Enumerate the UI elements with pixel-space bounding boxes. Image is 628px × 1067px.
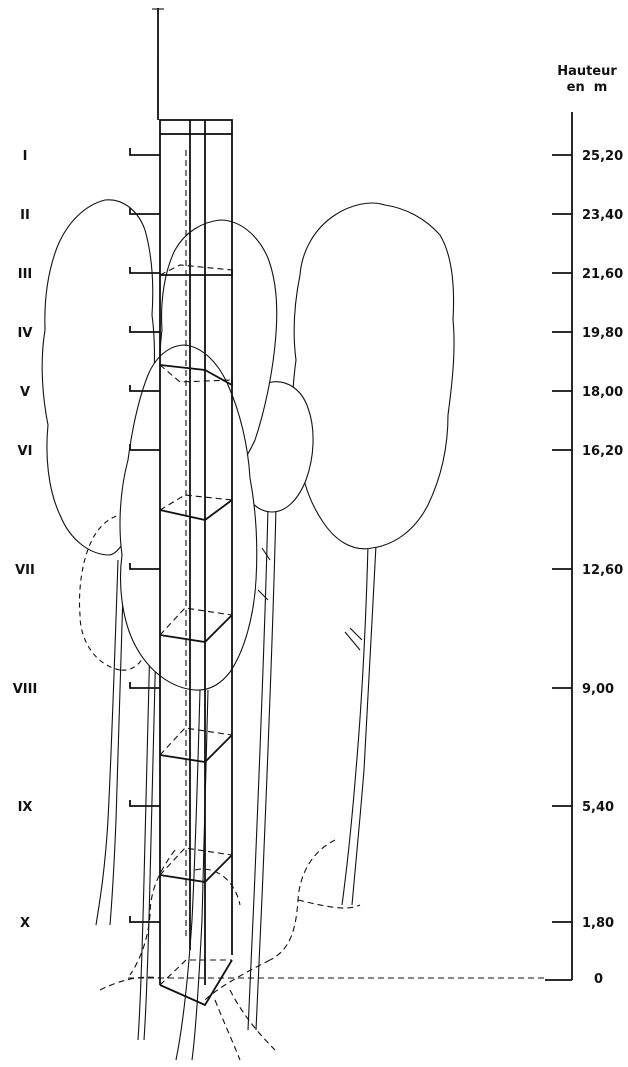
level-label: VI [18, 444, 33, 459]
level-label: III [18, 267, 33, 282]
axis-unit: en m [567, 80, 608, 95]
height-label: 1,80 [582, 916, 614, 931]
height-label: 18,00 [582, 385, 623, 400]
level-label: IX [18, 800, 33, 815]
ground-label: 0 [594, 972, 603, 987]
height-label: 21,60 [582, 267, 623, 282]
height-label: 23,40 [582, 208, 623, 223]
height-ticks [552, 155, 572, 922]
tower-platform [160, 728, 232, 762]
level-label: VII [15, 563, 35, 578]
height-label: 12,60 [582, 563, 623, 578]
tree-front-center [120, 345, 257, 1060]
tower-base [160, 960, 232, 1005]
level-label: V [20, 385, 30, 400]
level-label: VIII [13, 682, 38, 697]
crown-right-tree [293, 203, 454, 549]
height-label: 5,40 [582, 800, 614, 815]
height-label: 25,20 [582, 149, 623, 164]
height-axis [545, 112, 572, 980]
tree-right [293, 203, 454, 905]
axis-title: Hauteur [557, 64, 617, 79]
level-label: X [20, 916, 30, 931]
level-labels: I II III IV V VI VII VIII IX X [13, 149, 38, 931]
height-label: 19,80 [582, 326, 623, 341]
height-label: 9,00 [582, 682, 614, 697]
level-label: I [23, 149, 28, 164]
level-label: II [20, 208, 30, 223]
tower-platform [160, 848, 232, 882]
height-labels: 25,20 23,40 21,60 19,80 18,00 16,20 12,6… [582, 149, 623, 987]
level-label: IV [18, 326, 33, 341]
height-label: 16,20 [582, 444, 623, 459]
